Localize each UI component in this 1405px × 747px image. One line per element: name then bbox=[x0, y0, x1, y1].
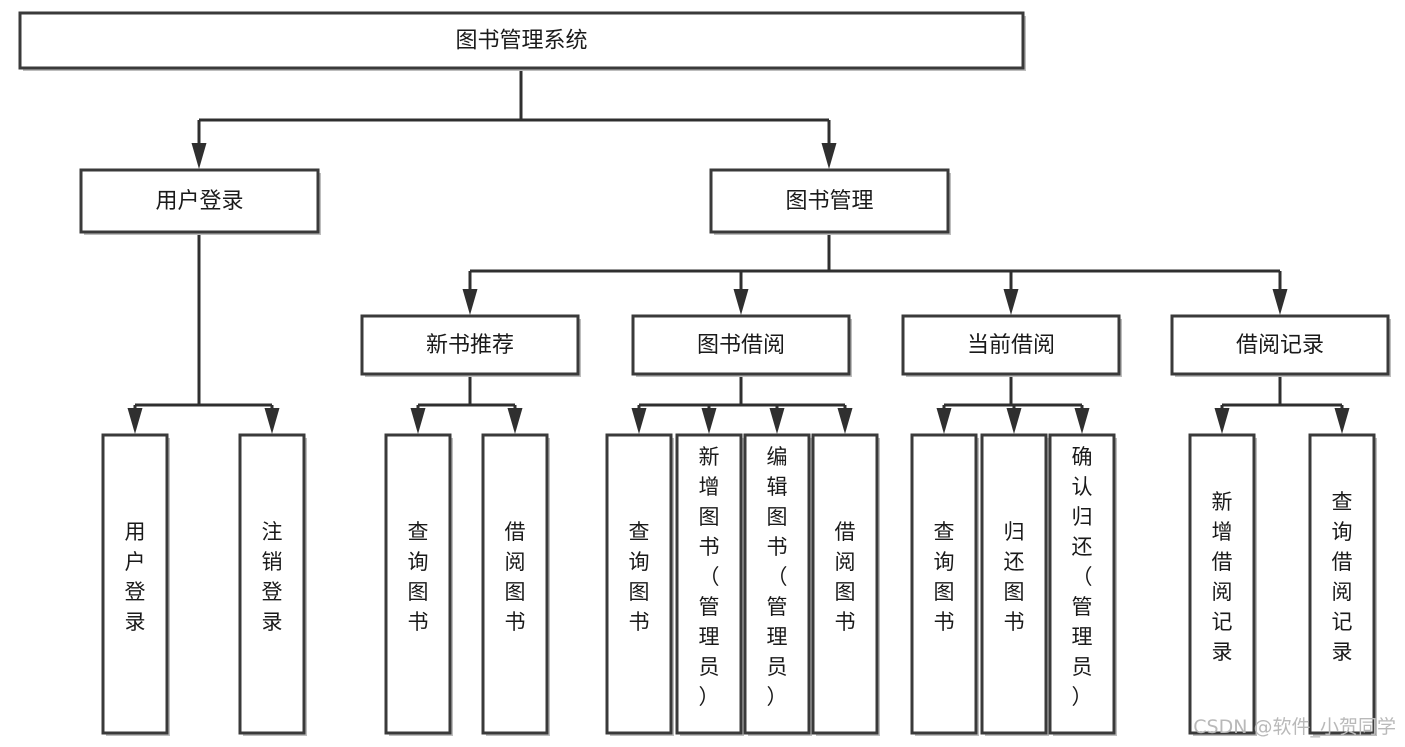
node-outline[interactable] bbox=[79, 168, 320, 234]
arrow-head bbox=[733, 289, 749, 315]
node-leaf-query-book-recommend[interactable]: 查询图书 bbox=[384, 433, 453, 736]
node-outline[interactable] bbox=[481, 433, 549, 735]
arrow-head bbox=[1074, 408, 1090, 434]
node-outline[interactable] bbox=[743, 433, 811, 735]
node-outline[interactable] bbox=[1308, 433, 1376, 735]
arrow-head bbox=[191, 143, 207, 169]
connector-group bbox=[410, 374, 523, 434]
arrow-head bbox=[127, 408, 143, 434]
node-leaf-add-book-admin[interactable]: 新增图书（管理员） bbox=[675, 433, 744, 736]
node-label: 查询图书 bbox=[408, 520, 429, 634]
arrow-head bbox=[1334, 408, 1350, 434]
node-label: 确认归还（管理员） bbox=[1072, 445, 1093, 709]
node-current-borrow[interactable]: 当前借阅 bbox=[901, 314, 1122, 377]
node-label: 借阅图书 bbox=[835, 520, 856, 634]
node-label: 查询图书 bbox=[629, 520, 650, 634]
node-label: 借阅记录 bbox=[1236, 333, 1324, 358]
node-outline[interactable] bbox=[238, 433, 306, 735]
node-leaf-edit-book-admin[interactable]: 编辑图书（管理员） bbox=[743, 433, 812, 736]
node-leaf-logout-login[interactable]: 注销登录 bbox=[238, 433, 307, 736]
connector-group bbox=[631, 374, 853, 434]
node-leaf-user-login[interactable]: 用户登录 bbox=[101, 433, 170, 736]
arrow-head bbox=[837, 408, 853, 434]
node-label: 新增借阅记录 bbox=[1212, 490, 1233, 664]
node-outline[interactable] bbox=[360, 314, 580, 376]
connector-group bbox=[936, 374, 1090, 434]
connector-group bbox=[191, 68, 837, 169]
node-book-borrow[interactable]: 图书借阅 bbox=[631, 314, 852, 377]
arrow-head bbox=[410, 408, 426, 434]
node-outline[interactable] bbox=[980, 433, 1048, 735]
node-leaf-query-borrow-record[interactable]: 查询借阅记录 bbox=[1308, 433, 1377, 736]
connector-group bbox=[462, 232, 1288, 315]
node-label: 查询图书 bbox=[934, 520, 955, 634]
node-leaf-add-borrow-record[interactable]: 新增借阅记录 bbox=[1188, 433, 1257, 736]
node-label: 借阅图书 bbox=[505, 520, 526, 634]
node-label: 查询借阅记录 bbox=[1332, 490, 1353, 664]
node-leaf-return-book[interactable]: 归还图书 bbox=[980, 433, 1049, 736]
node-outline[interactable] bbox=[811, 433, 879, 735]
node-outline[interactable] bbox=[605, 433, 673, 735]
node-outline[interactable] bbox=[101, 433, 169, 735]
node-label: 归还图书 bbox=[1004, 520, 1025, 634]
node-outline[interactable] bbox=[1170, 314, 1390, 376]
node-leaf-query-book-current[interactable]: 查询图书 bbox=[910, 433, 979, 736]
node-label: 用户登录 bbox=[125, 520, 146, 634]
node-label: 图书管理系统 bbox=[455, 29, 587, 54]
arrow-head bbox=[264, 408, 280, 434]
arrow-head bbox=[1006, 408, 1022, 434]
node-label: 当前借阅 bbox=[967, 333, 1055, 358]
node-outline[interactable] bbox=[18, 11, 1025, 70]
arrow-head bbox=[1272, 289, 1288, 315]
arrow-head bbox=[1003, 289, 1019, 315]
node-label: 新书推荐 bbox=[426, 333, 514, 358]
node-outline[interactable] bbox=[631, 314, 851, 376]
node-leaf-confirm-return-admin[interactable]: 确认归还（管理员） bbox=[1048, 433, 1117, 736]
node-label: 新增图书（管理员） bbox=[699, 445, 720, 709]
node-outline[interactable] bbox=[910, 433, 978, 735]
watermark-layer: CSDN @软件_小贺同学 bbox=[1193, 716, 1396, 738]
connector-layer bbox=[127, 68, 1350, 434]
node-outline[interactable] bbox=[1048, 433, 1116, 735]
csdn-watermark: CSDN @软件_小贺同学 bbox=[1193, 716, 1396, 738]
arrow-head bbox=[1214, 408, 1230, 434]
node-label: 编辑图书（管理员） bbox=[767, 445, 788, 709]
connector-group bbox=[127, 232, 280, 434]
node-label: 图书借阅 bbox=[697, 333, 785, 358]
node-root[interactable]: 图书管理系统 bbox=[18, 11, 1026, 71]
arrow-head bbox=[507, 408, 523, 434]
node-outline[interactable] bbox=[675, 433, 743, 735]
node-user-login[interactable]: 用户登录 bbox=[79, 168, 321, 235]
node-outline[interactable] bbox=[709, 168, 950, 234]
arrow-head bbox=[631, 408, 647, 434]
node-outline[interactable] bbox=[384, 433, 452, 735]
node-outline[interactable] bbox=[1188, 433, 1256, 735]
node-leaf-borrow-book[interactable]: 借阅图书 bbox=[811, 433, 880, 736]
node-new-book-recommend[interactable]: 新书推荐 bbox=[360, 314, 581, 377]
arrow-head bbox=[701, 408, 717, 434]
node-label: 图书管理 bbox=[785, 189, 873, 214]
node-borrow-records[interactable]: 借阅记录 bbox=[1170, 314, 1391, 377]
node-book-management[interactable]: 图书管理 bbox=[709, 168, 951, 235]
node-leaf-borrow-book-recommend[interactable]: 借阅图书 bbox=[481, 433, 550, 736]
node-leaf-query-book-borrow[interactable]: 查询图书 bbox=[605, 433, 674, 736]
node-outline[interactable] bbox=[901, 314, 1121, 376]
arrow-head bbox=[769, 408, 785, 434]
node-label: 注销登录 bbox=[262, 520, 283, 634]
connector-group bbox=[1214, 374, 1350, 434]
arrow-head bbox=[462, 289, 478, 315]
node-label: 用户登录 bbox=[155, 189, 243, 214]
arrow-head bbox=[936, 408, 952, 434]
node-layer: 图书管理系统用户登录图书管理新书推荐图书借阅当前借阅借阅记录用户登录注销登录查询… bbox=[18, 11, 1391, 736]
arrow-head bbox=[821, 143, 837, 169]
